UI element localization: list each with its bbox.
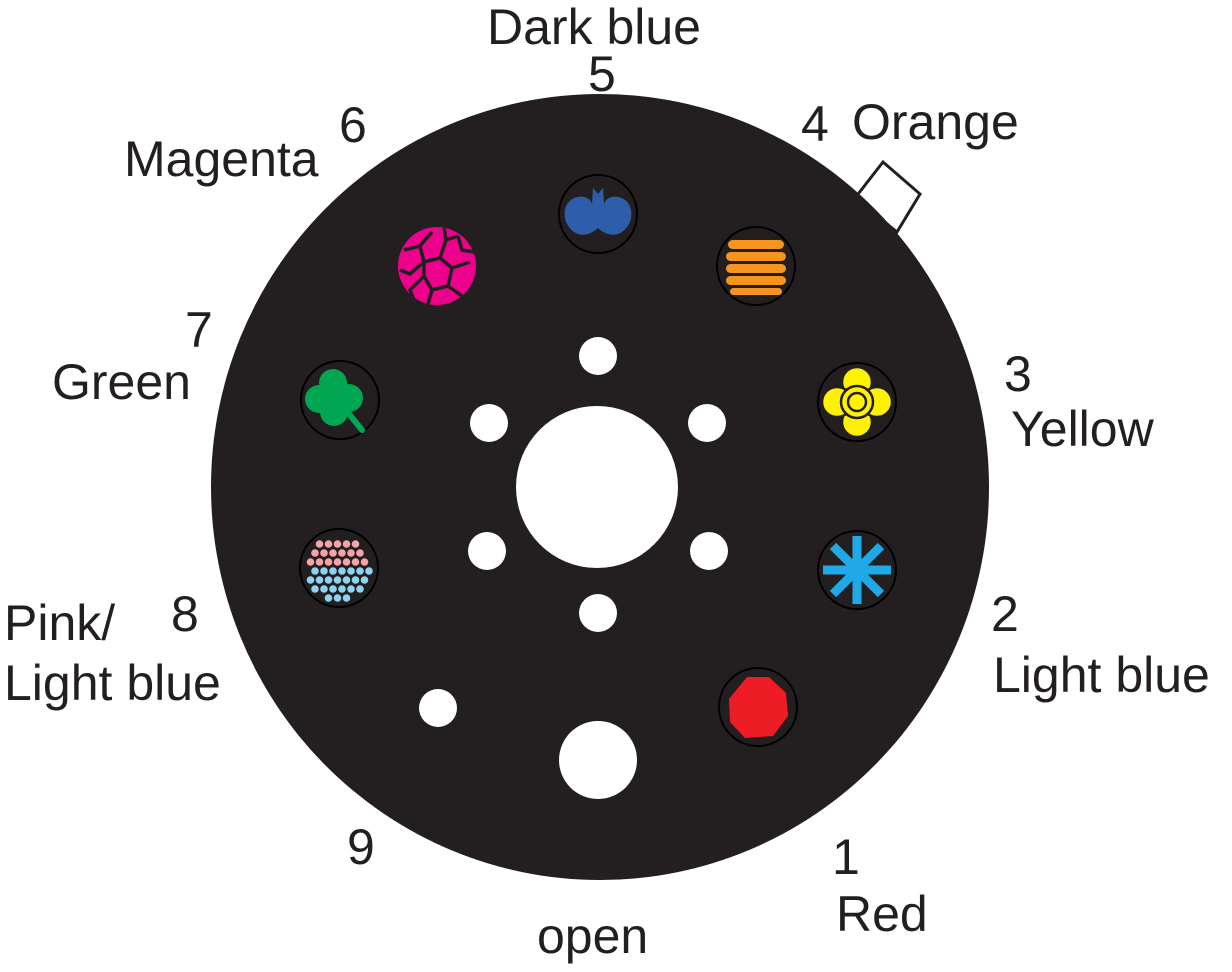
gobo-dot: [356, 567, 364, 575]
label-name-6: Magenta: [124, 131, 319, 187]
gobo-dot: [356, 585, 364, 593]
label-number-1: 1: [832, 829, 860, 885]
gobo-dot: [342, 540, 351, 548]
gobo-dot: [338, 567, 346, 575]
label-name-7: Green: [52, 354, 191, 410]
gobo-dot: [324, 540, 333, 548]
gobo-dot: [324, 576, 333, 584]
gobo-dot: [324, 558, 333, 566]
gobo-dot: [333, 594, 342, 602]
gobo-dot: [315, 558, 324, 566]
gobo-dot: [333, 558, 342, 566]
gobo-dot: [338, 585, 346, 593]
gobo-dot: [351, 558, 360, 566]
label-number-3: 3: [1004, 346, 1032, 402]
gobo-dot: [329, 549, 337, 557]
gobo-dot: [320, 567, 328, 575]
label-name-1: Red: [836, 886, 928, 942]
clover-gobo: [300, 360, 380, 440]
gobo-dot: [311, 567, 319, 575]
label-number-9: 9: [347, 819, 375, 875]
gobo-dot: [347, 549, 355, 557]
gobo-dot: [342, 594, 351, 602]
gobo-dot: [347, 567, 355, 575]
gobo-dot: [365, 567, 373, 575]
mount-hole-top: [579, 337, 617, 375]
gobo-dot: [333, 576, 342, 584]
gobo-dot: [311, 585, 319, 593]
mount-hole-upper-right: [688, 404, 726, 442]
label-name-8-line2: Light blue: [4, 655, 221, 711]
mosaic-gobo: [398, 227, 476, 305]
gobo-dot: [306, 558, 315, 566]
label-number-4: 4: [801, 96, 829, 152]
gobo-dot: [320, 549, 328, 557]
gobo-dot: [311, 549, 319, 557]
gobo-dot: [329, 585, 337, 593]
open-hole: [559, 721, 637, 799]
mount-hole-lower-right: [690, 532, 728, 570]
gobo-dot: [360, 558, 369, 566]
gobo-dot: [351, 576, 360, 584]
gobo-dot: [360, 576, 369, 584]
gobo-dot: [306, 576, 315, 584]
label-name-2: Light blue: [993, 647, 1210, 703]
gobo-dot: [338, 549, 346, 557]
mount-hole-bottom: [579, 594, 617, 632]
flower-gobo: [817, 362, 897, 442]
gobo-dot: [324, 594, 333, 602]
label-name-4: Orange: [852, 94, 1019, 150]
gobo-dot: [329, 567, 337, 575]
gobo-dot: [320, 585, 328, 593]
label-number-6: 6: [339, 97, 367, 153]
index-hole-9: [419, 689, 457, 727]
label-number-8: 8: [171, 586, 199, 642]
octagon-gobo: [718, 667, 798, 747]
gobo-dot: [342, 576, 351, 584]
mount-hole-upper-left: [470, 404, 508, 442]
gobo-dot: [356, 549, 364, 557]
label-name-9: open: [537, 908, 649, 964]
dots-gobo: [299, 528, 379, 608]
gobo-dot: [342, 558, 351, 566]
snowflake-gobo: [817, 530, 897, 610]
center-hole: [516, 406, 678, 568]
label-name-8-line1: Pink/: [4, 595, 116, 651]
gobo-dot: [333, 540, 342, 548]
gobo-dot: [347, 585, 355, 593]
bat-gobo: [558, 174, 638, 254]
label-name-3: Yellow: [1011, 401, 1154, 457]
gobo-dot: [315, 540, 324, 548]
mount-hole-lower-left: [468, 532, 506, 570]
label-number-5: 5: [588, 46, 616, 102]
gobo-dot: [351, 540, 360, 548]
gobo-dot: [315, 576, 324, 584]
label-number-7: 7: [185, 302, 213, 358]
label-number-2: 2: [991, 586, 1019, 642]
stripes-gobo: [716, 226, 796, 306]
label-name-5: Dark blue: [487, 0, 701, 55]
